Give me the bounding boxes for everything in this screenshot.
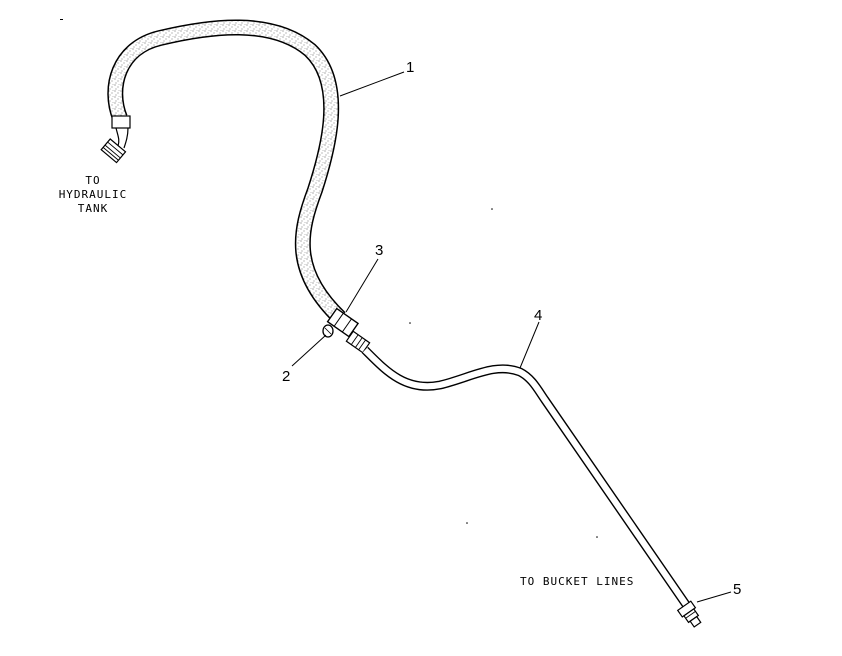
note-bucket-lines: TO BUCKET LINES [520,575,634,588]
callout-3: 3 [375,242,383,259]
hose-assembly [100,19,346,324]
callout-4: 4 [534,307,542,324]
callout-2: 2 [282,368,290,385]
elbow-fitting [100,138,127,164]
tee-fitting [326,307,371,354]
callout-5: 5 [733,581,741,598]
tube-assembly [361,346,691,609]
plug [322,324,334,338]
note-tank-line-2: HYDRAULIC [59,188,128,201]
leader-1 [339,71,405,97]
note-tank-line-3: TANK [78,202,109,215]
note-hydraulic-tank: TO HYDRAULIC TANK [59,174,128,215]
leader-4 [519,321,540,369]
callout-1: 1 [406,59,414,76]
leader-3 [345,258,379,313]
leader-5 [696,591,732,603]
leader-2 [291,334,327,367]
connector [676,600,702,628]
scan-specks [60,19,598,538]
hose-ferrule [111,115,131,149]
leader-lines [291,71,732,603]
note-tank-line-1: TO [85,174,100,187]
